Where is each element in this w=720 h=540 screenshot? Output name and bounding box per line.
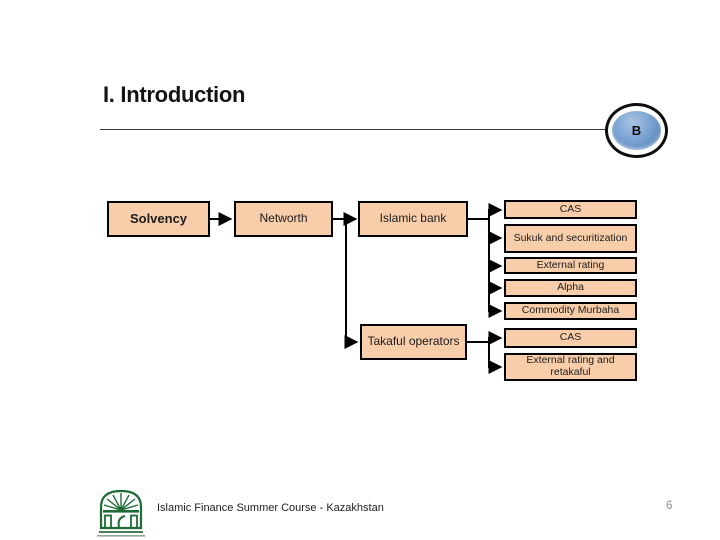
nav-badge-label: B <box>631 123 642 138</box>
node-cas-bank: CAS <box>504 200 637 219</box>
node-solvency: Solvency <box>107 201 210 237</box>
node-sukuk-securitization: Sukuk and securitization <box>504 224 637 253</box>
node-commodity-murbaha: Commodity Murbaha <box>504 302 637 320</box>
page-title: I. Introduction <box>103 82 246 107</box>
footer-course-label: Islamic Finance Summer Course - Kazakhst… <box>157 502 384 514</box>
node-cas-takaful: CAS <box>504 328 637 348</box>
node-alpha: Alpha <box>504 279 637 297</box>
nav-badge-button[interactable]: B <box>605 103 668 158</box>
node-networth: Networth <box>234 201 333 237</box>
page-number: 6 <box>666 500 673 512</box>
node-external-rating-retakaful: External rating and retakaful <box>504 353 637 381</box>
blue-sphere-icon: B <box>612 111 661 150</box>
node-takaful-operators: Takaful operators <box>360 324 467 360</box>
irti-logo-icon <box>97 489 145 537</box>
node-external-rating: External rating <box>504 257 637 274</box>
node-islamic-bank: Islamic bank <box>358 201 468 237</box>
title-divider <box>100 129 607 130</box>
